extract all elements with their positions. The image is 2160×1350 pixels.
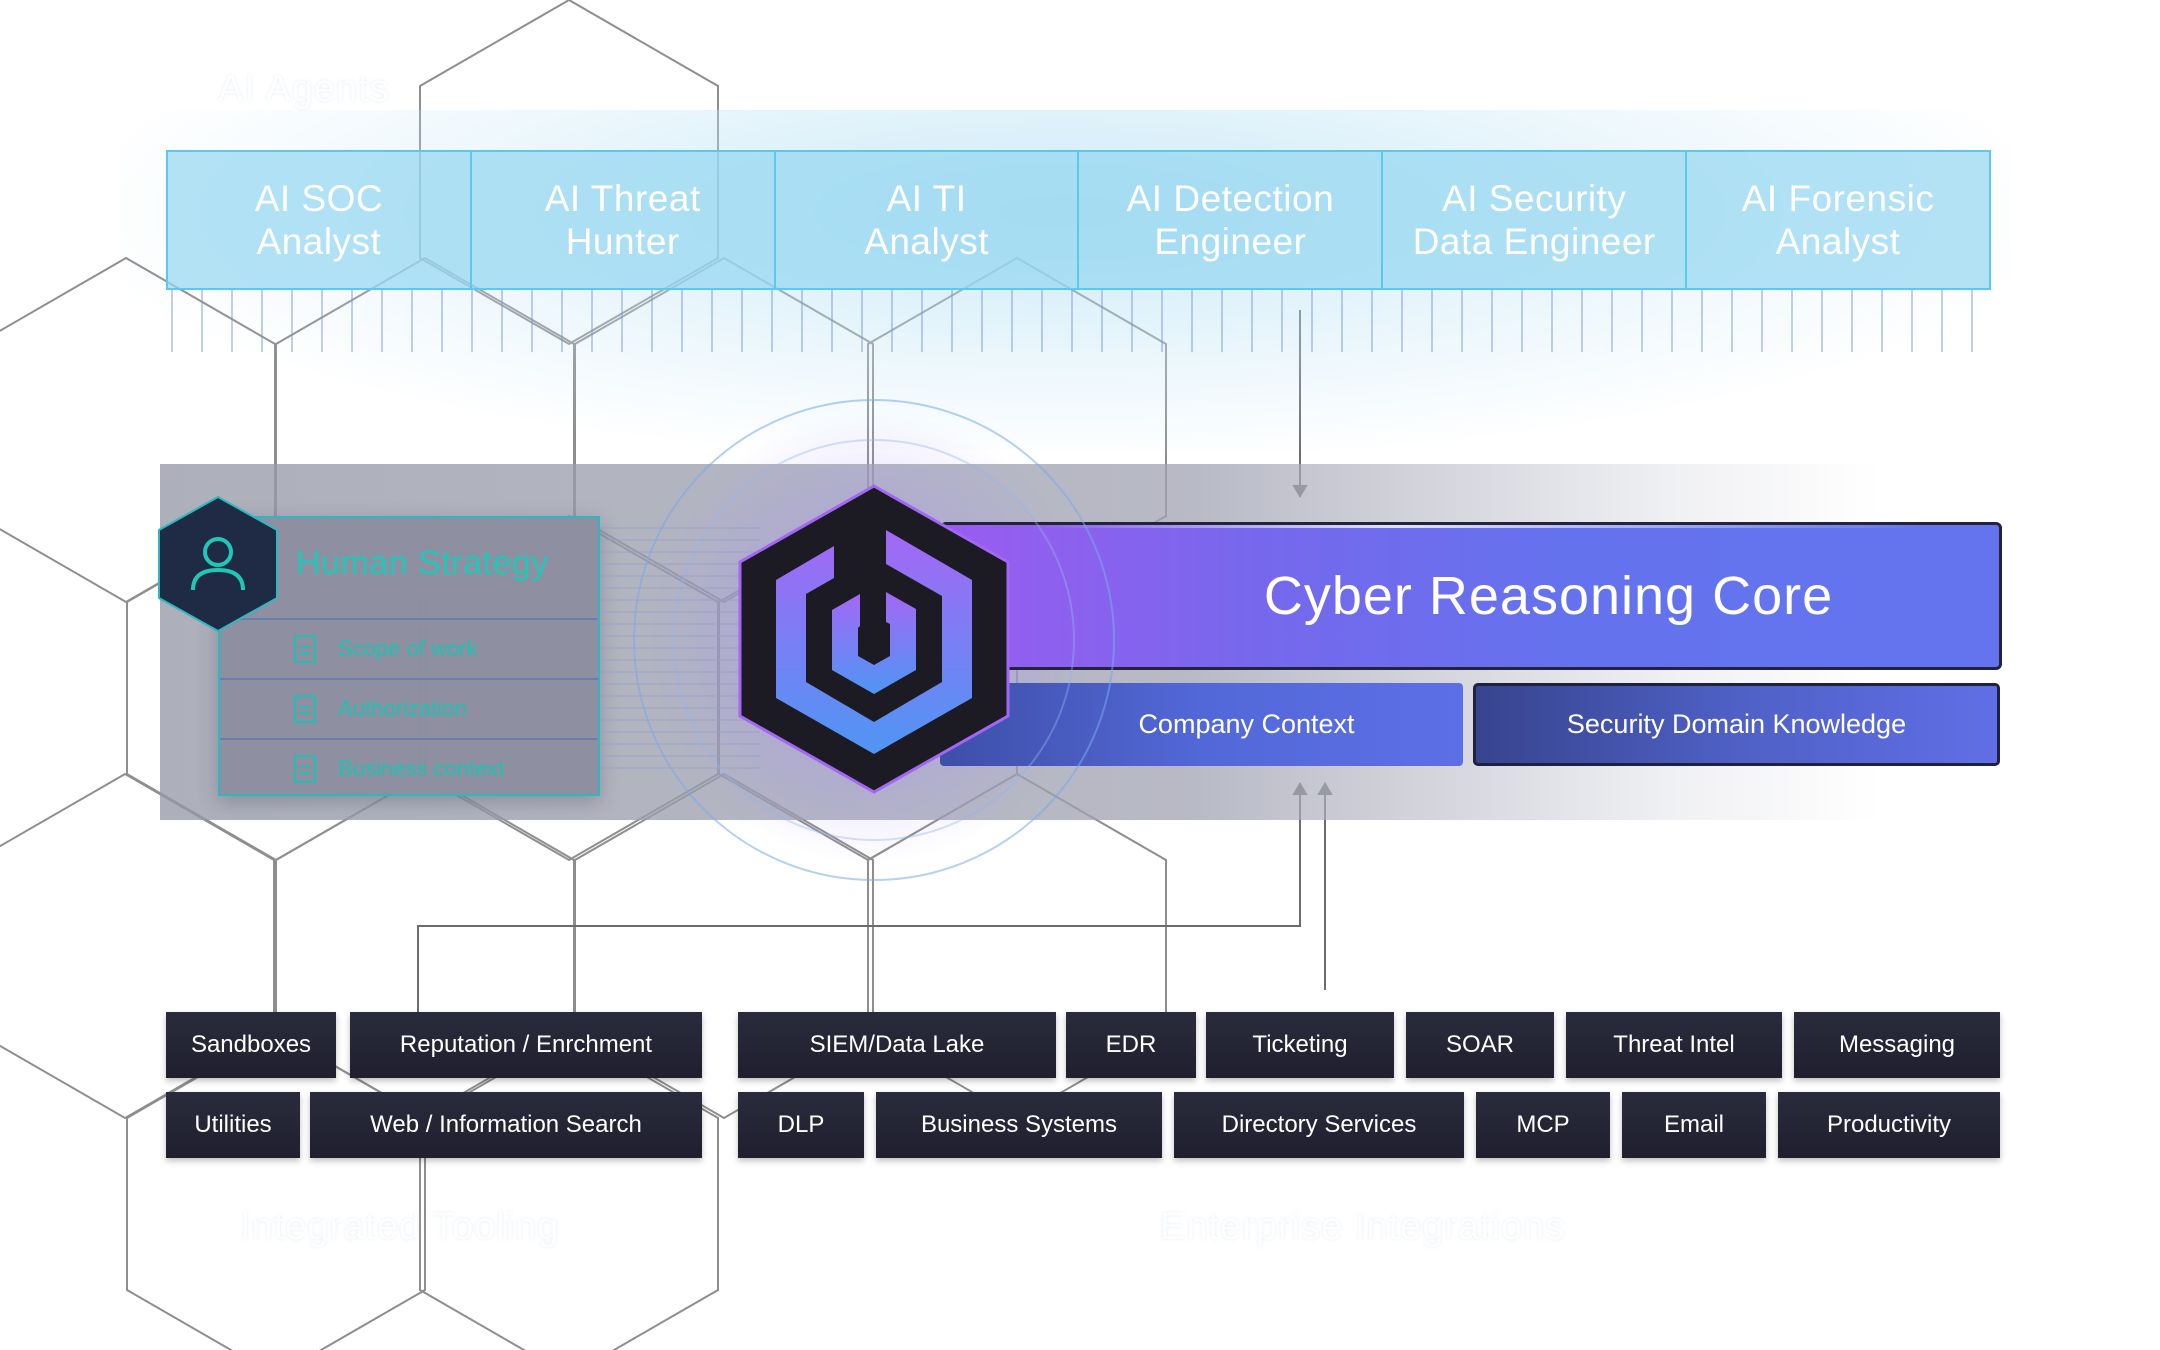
tool-ticketing[interactable]: Ticketing: [1206, 1012, 1394, 1078]
tool-dlp[interactable]: DLP: [738, 1092, 864, 1158]
ghost-label-agents: AI Agents: [218, 68, 390, 110]
tool-business-systems[interactable]: Business Systems: [876, 1092, 1162, 1158]
connector-line: [417, 788, 1301, 1016]
document-icon: [294, 635, 316, 663]
document-icon: [294, 755, 316, 783]
hexagon-d-logo: [738, 484, 1010, 794]
tool-web-information-search[interactable]: Web / Information Search: [310, 1092, 702, 1158]
agent-bar: AI SOC Analyst AI Threat Hunter AI TI An…: [166, 150, 1991, 290]
ghost-label-enterprise-integrations: Enterprise Integrations: [1160, 1206, 1566, 1248]
company-context-label: Company Context: [1138, 709, 1355, 739]
tool-soar[interactable]: SOAR: [1406, 1012, 1554, 1078]
human-strategy-item-business-context: Business context: [220, 738, 598, 798]
tool-directory-services[interactable]: Directory Services: [1174, 1092, 1464, 1158]
agent-ai-detection-engineer[interactable]: AI Detection Engineer: [1079, 152, 1384, 288]
agent-ai-ti-analyst[interactable]: AI TI Analyst: [776, 152, 1080, 288]
tool-messaging[interactable]: Messaging: [1794, 1012, 2000, 1078]
ghost-label-integrated-tooling: Integrated Tooling: [240, 1206, 560, 1248]
bg-hexagon: [126, 1030, 426, 1350]
human-strategy-item-scope: Scope of work: [220, 618, 598, 678]
tool-reputation-enrichment[interactable]: Reputation / Enrchment: [350, 1012, 702, 1078]
tool-mcp[interactable]: MCP: [1476, 1092, 1610, 1158]
human-strategy-item-label: Scope of work: [338, 636, 478, 661]
company-context-box: Company Context: [940, 683, 1463, 766]
core-highlight: [1043, 525, 1923, 528]
tool-email[interactable]: Email: [1622, 1092, 1766, 1158]
human-strategy-title: Human Strategy: [296, 544, 549, 582]
human-strategy-card: Human Strategy Scope of work Authorizati…: [218, 516, 600, 796]
bg-hexagon: [0, 772, 275, 1120]
security-domain-knowledge-box: Security Domain Knowledge: [1473, 683, 2000, 766]
security-domain-knowledge-label: Security Domain Knowledge: [1566, 709, 1907, 739]
tool-productivity[interactable]: Productivity: [1778, 1092, 2000, 1158]
agent-ai-threat-hunter[interactable]: AI Threat Hunter: [472, 152, 776, 288]
human-strategy-item-label: Authorization: [338, 696, 467, 721]
agent-bar-tick-lines: [171, 290, 1973, 352]
tool-threat-intel[interactable]: Threat Intel: [1566, 1012, 1782, 1078]
human-strategy-item-label: Business context: [338, 756, 505, 781]
agent-ai-forensic-analyst[interactable]: AI Forensic Analyst: [1741, 178, 1935, 262]
cyber-reasoning-core: Cyber Reasoning Core: [940, 522, 2002, 670]
document-icon: [294, 695, 316, 723]
person-icon: [158, 495, 278, 633]
tool-edr[interactable]: EDR: [1066, 1012, 1196, 1078]
tool-utilities[interactable]: Utilities: [166, 1092, 300, 1158]
bg-hexagon: [419, 1030, 719, 1350]
tool-sandboxes[interactable]: Sandboxes: [166, 1012, 336, 1078]
cyber-reasoning-core-title: Cyber Reasoning Core: [1263, 566, 1834, 626]
agent-ai-security-data-engineer[interactable]: AI Security Data Engineer: [1383, 152, 1688, 288]
tool-siem-data-lake[interactable]: SIEM/Data Lake: [738, 1012, 1056, 1078]
agent-ai-soc-analyst[interactable]: AI SOC Analyst: [168, 152, 472, 288]
human-strategy-item-authorization: Authorization: [220, 678, 598, 738]
